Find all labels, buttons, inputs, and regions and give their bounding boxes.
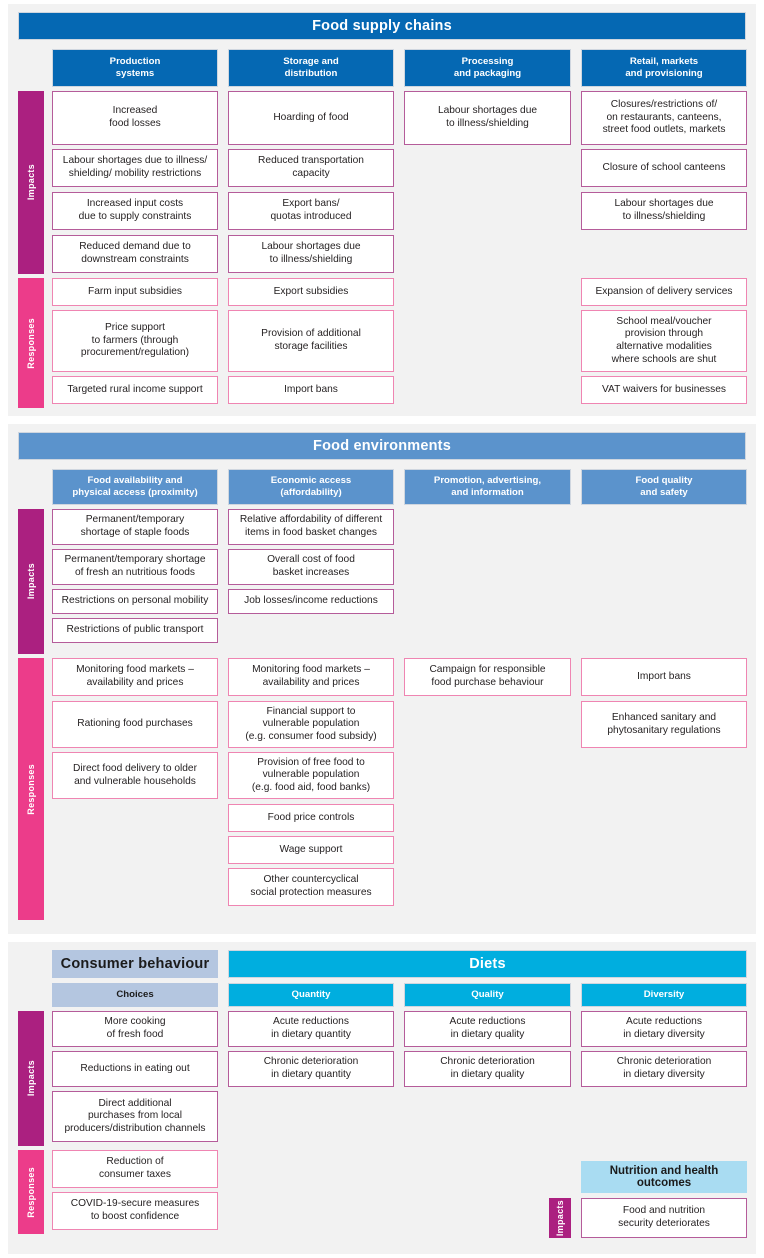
rail-label-impacts: Impacts [555, 1199, 565, 1237]
column-header-promotion-advertising: Promotion, advertising,and information [404, 469, 571, 505]
rail-responses-diets: Responses [18, 1150, 44, 1234]
rail-label-impacts: Impacts [26, 563, 36, 600]
panel-banner-consumer-behaviour: Consumer behaviour [52, 950, 218, 978]
box-impact: Job losses/income reductions [228, 589, 394, 614]
column-header-quantity: Quantity [228, 983, 394, 1007]
box-response: Targeted rural income support [52, 376, 218, 404]
box-response: Expansion of delivery services [581, 278, 747, 306]
rail-impacts-outcome: Impacts [549, 1198, 571, 1238]
panel-banner-food-supply-chains: Food supply chains [18, 12, 746, 40]
rail-label-impacts: Impacts [26, 1060, 36, 1097]
rail-impacts-supply: Impacts [18, 91, 44, 274]
panel-diets: Consumer behaviour Diets Choices Quantit… [8, 942, 756, 1254]
column-header-quality: Quality [404, 983, 571, 1007]
box-response: Rationing food purchases [52, 701, 218, 748]
panel-banner-diets: Diets [228, 950, 747, 978]
box-response: Import bans [581, 658, 747, 696]
box-response: Export subsidies [228, 278, 394, 306]
column-header-diversity: Diversity [581, 983, 747, 1007]
box-response: Import bans [228, 376, 394, 404]
box-response: Monitoring food markets –availability an… [228, 658, 394, 696]
panel-banner-food-environments: Food environments [18, 432, 746, 460]
box-impact: Closures/restrictions of/on restaurants,… [581, 91, 747, 145]
box-impact: Restrictions of public transport [52, 618, 218, 643]
box-response: Farm input subsidies [52, 278, 218, 306]
box-impact: Reductions in eating out [52, 1051, 218, 1087]
column-header-choices: Choices [52, 983, 218, 1007]
box-response: Food price controls [228, 804, 394, 832]
rail-responses-supply: Responses [18, 278, 44, 408]
rail-impacts-environments: Impacts [18, 509, 44, 654]
rail-label-responses: Responses [26, 763, 36, 815]
rail-label-impacts: Impacts [26, 164, 36, 201]
rail-responses-environments: Responses [18, 658, 44, 920]
box-impact: Labour shortages due to illness/shieldin… [52, 149, 218, 187]
box-impact: Restrictions on personal mobility [52, 589, 218, 614]
rail-label-responses: Responses [26, 317, 36, 369]
box-impact: Export bans/quotas introduced [228, 192, 394, 230]
rail-label-responses: Responses [26, 1166, 36, 1218]
box-impact: Closure of school canteens [581, 149, 747, 187]
box-response: Wage support [228, 836, 394, 864]
rail-impacts-diets: Impacts [18, 1011, 44, 1146]
box-response: VAT waivers for businesses [581, 376, 747, 404]
box-response: Monitoring food markets –availability an… [52, 658, 218, 696]
banner-nutrition-health-outcomes: Nutrition and health outcomes [581, 1161, 747, 1193]
column-header-economic-access: Economic access(affordability) [228, 469, 394, 505]
box-impact: Hoarding of food [228, 91, 394, 145]
